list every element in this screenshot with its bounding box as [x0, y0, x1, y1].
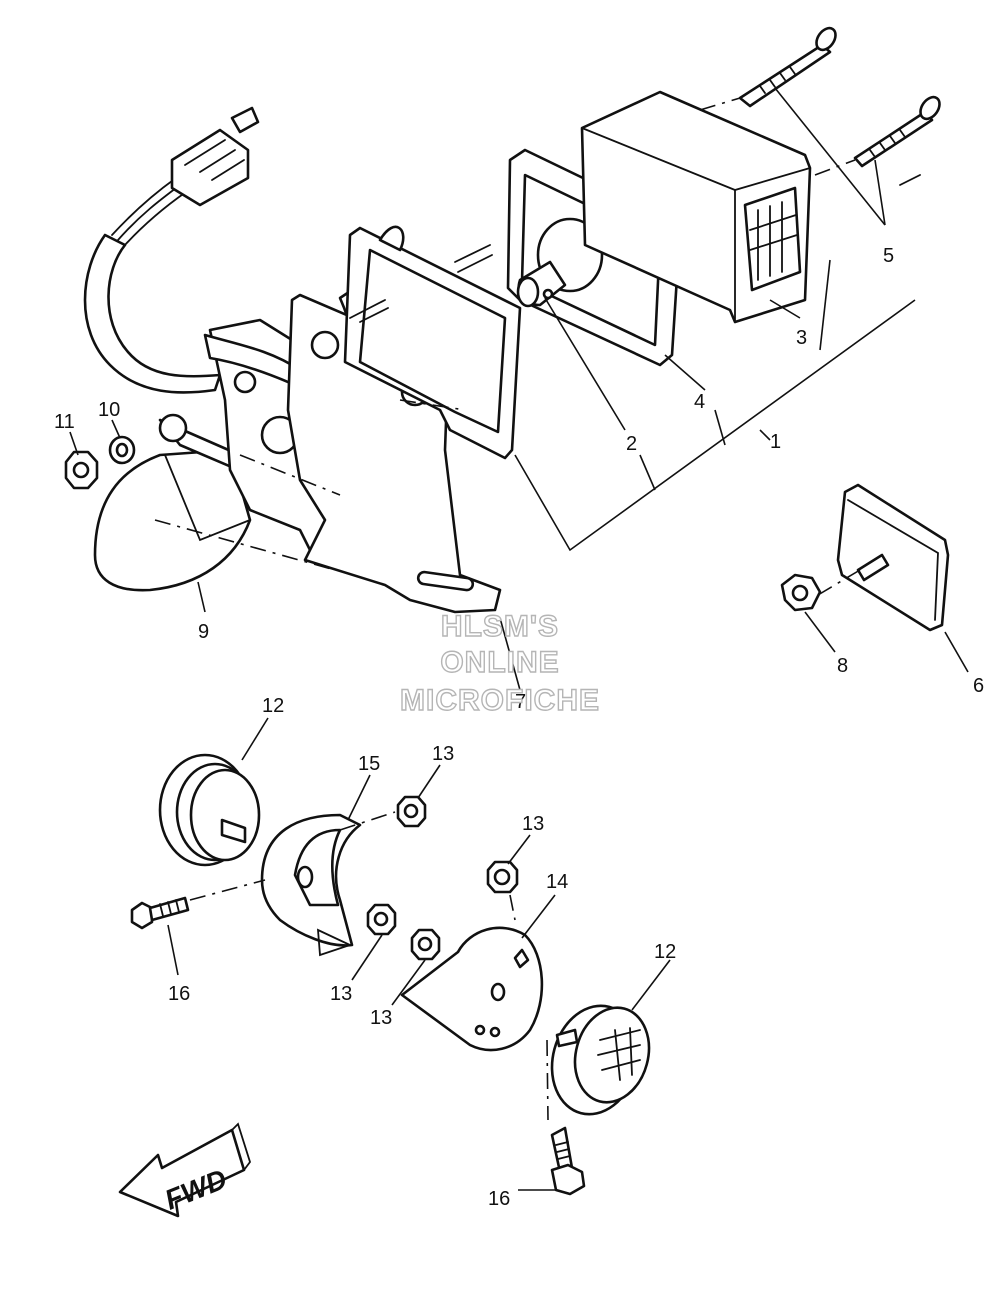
part-11-nut — [64, 450, 99, 490]
lens-frame — [343, 225, 522, 460]
part-13-nut-b — [486, 860, 519, 894]
part-5-screws — [738, 26, 941, 168]
callout-9: 9 — [198, 621, 209, 643]
callout-12-lower: 12 — [654, 941, 676, 963]
part-16-bolt-lower — [550, 1126, 586, 1196]
callout-8: 8 — [837, 655, 848, 677]
callout-5: 5 — [883, 245, 894, 267]
part-13-nut-d — [410, 928, 441, 961]
part-8-nut — [780, 573, 822, 612]
part-13-nut-c — [366, 903, 397, 936]
watermark-line-2: ONLINE — [440, 646, 559, 679]
callout-13-c: 13 — [330, 983, 352, 1005]
part-16-bolt-upper — [130, 896, 190, 930]
part-10-washer — [108, 435, 136, 465]
part-13-nut-a — [396, 795, 427, 828]
callout-10: 10 — [98, 399, 120, 421]
callout-16-upper: 16 — [168, 983, 190, 1005]
part-12-lamp-lower — [550, 1004, 651, 1116]
watermark: HLSM'S ONLINE MICROFICHE — [399, 609, 600, 717]
callout-6: 6 — [973, 675, 984, 697]
assembly-centerlines — [154, 97, 861, 1121]
callout-labels: 1 2 3 4 5 6 7 8 9 10 11 12 12 13 13 13 1… — [54, 245, 984, 1210]
connector — [170, 106, 260, 207]
leader-lines — [69, 87, 969, 1191]
callout-12-upper: 12 — [262, 695, 284, 717]
callout-16-lower: 16 — [488, 1188, 510, 1210]
part-15-bracket — [260, 813, 362, 957]
callout-15: 15 — [358, 753, 380, 775]
callout-13-d: 13 — [370, 1007, 392, 1029]
fwd-arrow-icon: FWD — [118, 1122, 251, 1218]
callout-7: 7 — [515, 691, 526, 713]
callout-3: 3 — [796, 327, 807, 349]
part-14-bracket — [400, 926, 544, 1052]
part-3-tail-lens — [580, 90, 921, 324]
part-12-lamp-upper — [158, 753, 261, 867]
callout-13-a: 13 — [432, 743, 454, 765]
callout-11: 11 — [54, 411, 75, 433]
callout-2: 2 — [626, 433, 637, 455]
watermark-line-3: MICROFICHE — [400, 684, 600, 717]
watermark-line-1: HLSM'S — [441, 610, 559, 643]
wire-harness — [83, 177, 222, 394]
callout-14: 14 — [546, 871, 568, 893]
part-6-reflector — [836, 483, 950, 632]
callout-1: 1 — [770, 431, 781, 453]
callout-13-b: 13 — [522, 813, 544, 835]
callout-4: 4 — [694, 391, 705, 413]
